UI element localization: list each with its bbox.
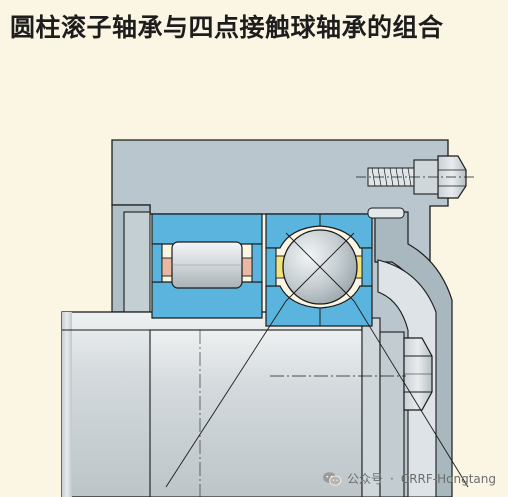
four-point-contact-ball-bearing <box>265 213 373 327</box>
wechat-icon <box>323 471 342 486</box>
set-screw <box>356 155 476 199</box>
centre-lines <box>199 330 406 497</box>
snap-ring <box>367 207 405 219</box>
diagram-title: 圆柱滚子轴承与四点接触球轴承的组合 <box>10 13 444 42</box>
cylindrical-roller-bearing <box>151 213 263 319</box>
lock-nut <box>361 317 433 497</box>
watermark-name: CRRF-Hongtang <box>400 471 496 486</box>
watermark-separator: · <box>390 471 394 486</box>
end-cover <box>374 211 453 497</box>
contact-angle-lines <box>165 300 469 488</box>
watermark: 公众号 · CRRF-Hongtang <box>322 470 496 487</box>
shaft <box>61 311 363 497</box>
watermark-account-label: 公众号 <box>347 472 384 486</box>
